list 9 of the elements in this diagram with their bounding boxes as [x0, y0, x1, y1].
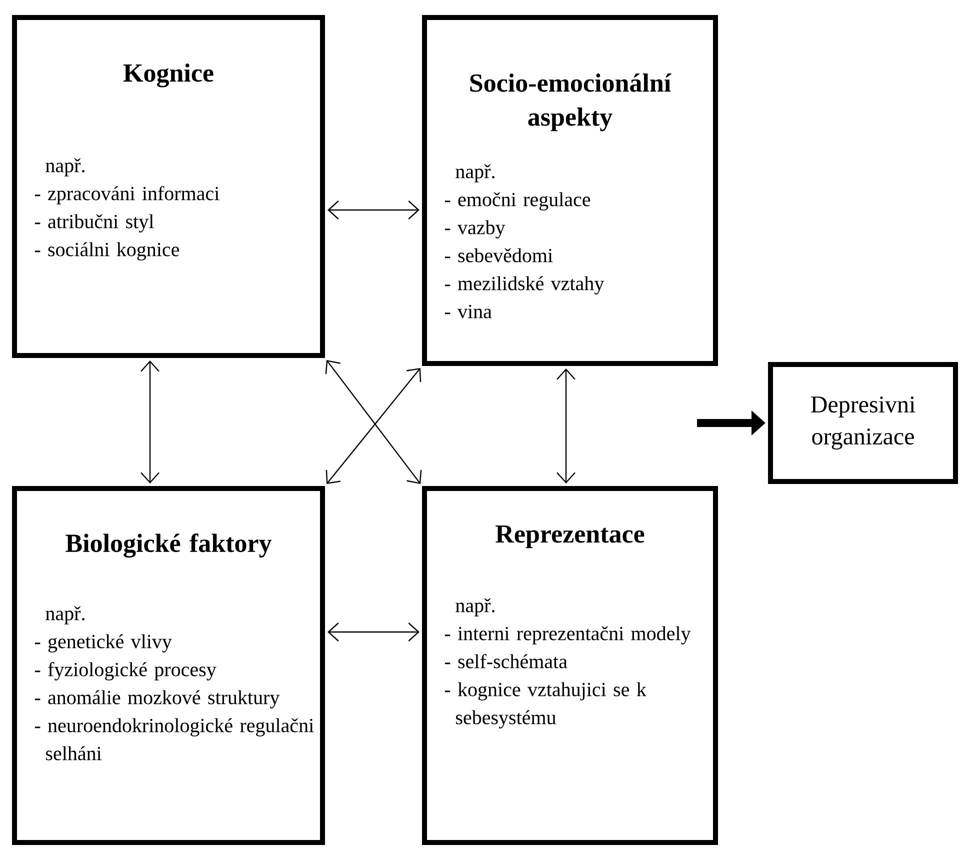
factor-box: Socio-emocionální aspekty např. - emočni regulace - vazby - sebevědomi - mezilidské vztahy - vina	[422, 15, 718, 366]
arrow	[328, 622, 420, 642]
arrow	[328, 200, 420, 220]
arrow	[556, 368, 576, 484]
factor-box: Reprezentace např. - interni reprezentačni modely - self-schémata - kognice vztahujici se k sebesystému	[422, 486, 718, 845]
factor-box: Kognice např. - zpracováni informaci - atribučni styl - sociálni kognice	[12, 15, 325, 358]
factor-box: Depresivni organizace	[768, 362, 958, 484]
factor-box: Biologické faktory např. - genetické vlivy - fyziologické procesy - anomálie mozkové struktury - neuroendokrinologické regulačni selháni	[12, 486, 325, 845]
arrow	[140, 360, 160, 484]
